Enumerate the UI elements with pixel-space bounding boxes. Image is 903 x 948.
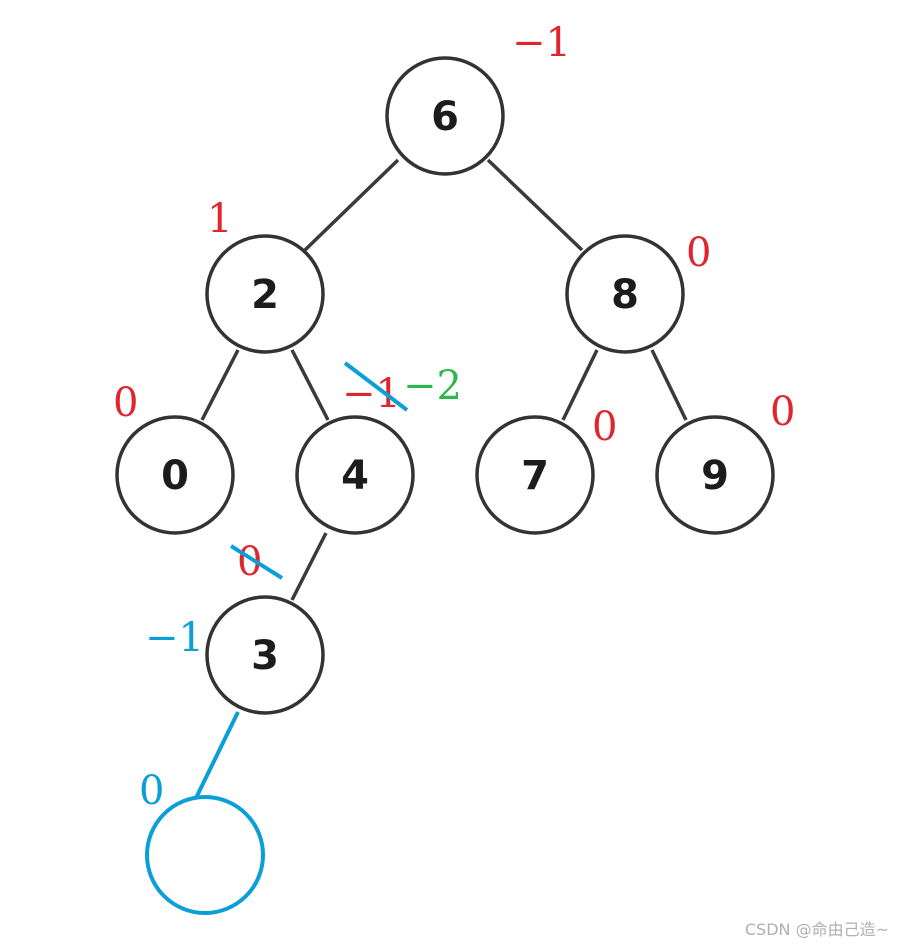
tree-node-8: 8 — [565, 234, 685, 354]
inserted-node-circle — [145, 795, 265, 915]
balance-factor-new-node: 0 — [139, 768, 164, 814]
node-circle — [115, 415, 235, 535]
watermark: CSDN @命由己造~ — [744, 920, 889, 939]
balance-factor-0: 0 — [113, 380, 138, 426]
node-circle — [205, 595, 325, 715]
tree-node-0: 0 — [115, 415, 235, 535]
balance-factor-2: 1 — [207, 196, 232, 242]
balance-factor-6: −1 — [512, 20, 571, 66]
edge-3-new — [194, 711, 240, 799]
node-label: 3 — [251, 633, 279, 679]
balance-factors: −1 1 0 0 −1 −2 0 0 0 −1 0 — [113, 20, 795, 814]
tree-node-6: 6 — [385, 56, 505, 176]
node-circle — [205, 234, 325, 354]
edge-8-9 — [650, 349, 688, 421]
tree-node-2: 2 — [205, 234, 325, 354]
node-circle — [295, 415, 415, 535]
node-label: 7 — [521, 453, 549, 499]
strike-through-mark — [343, 361, 409, 412]
balance-factor-7: 0 — [592, 404, 617, 450]
tree-node-4: 4 — [295, 415, 415, 535]
balance-factor-4-new: −2 — [403, 363, 462, 409]
edge-8-7 — [561, 349, 599, 421]
node-circle — [475, 415, 595, 535]
node-circle — [385, 56, 505, 176]
edge-6-8 — [486, 158, 584, 252]
tree-node-3: 3 — [205, 595, 325, 715]
strike-through-mark — [229, 544, 284, 580]
edge-2-0 — [200, 349, 240, 421]
node-label: 2 — [251, 272, 279, 318]
tree-node-9: 9 — [655, 415, 775, 535]
tree-edges — [194, 158, 688, 799]
node-label: 0 — [161, 453, 189, 499]
tree-node-new — [145, 795, 265, 915]
edge-4-3 — [290, 532, 328, 601]
balance-factor-9: 0 — [770, 389, 795, 435]
node-label: 6 — [431, 94, 459, 140]
node-circle — [655, 415, 775, 535]
balance-factor-4-old: −1 — [342, 371, 401, 417]
node-label: 4 — [341, 453, 369, 499]
node-label: 8 — [611, 272, 639, 318]
tree-node-7: 7 — [475, 415, 595, 535]
balance-factor-8: 0 — [686, 230, 711, 276]
node-label: 9 — [701, 453, 729, 499]
edge-6-2 — [303, 158, 400, 252]
balance-factor-3-new: −1 — [145, 615, 204, 661]
node-circle — [565, 234, 685, 354]
edge-2-4 — [290, 349, 330, 421]
